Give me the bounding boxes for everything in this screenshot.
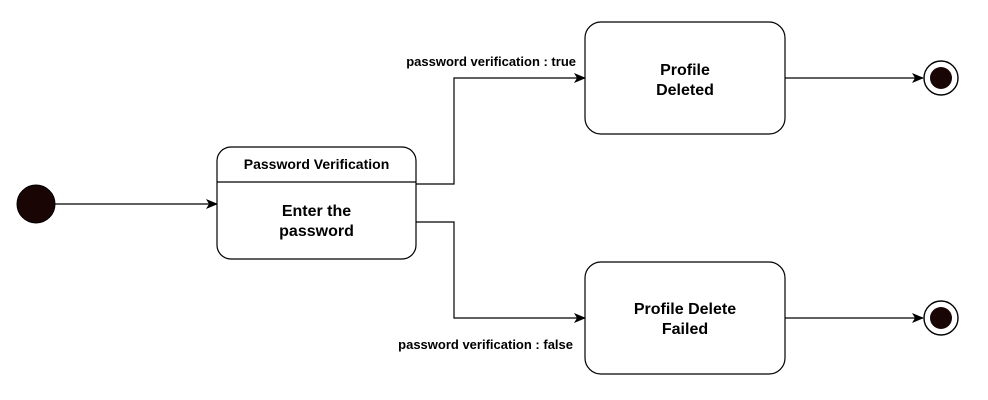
final-node-top-core	[930, 67, 952, 89]
state-password-verification[interactable]: Password Verification Enter the password	[216, 146, 417, 260]
final-node-top	[923, 60, 959, 96]
edge-false-label: password verification : false	[398, 337, 573, 352]
final-node-bottom	[923, 300, 959, 336]
state-profile-deleted[interactable]: Profile Deleted	[584, 21, 786, 135]
state-profile-delete-failed[interactable]: Profile Delete Failed	[584, 261, 786, 375]
edge-true-label: password verification : true	[406, 54, 576, 69]
state-header-title: Password Verification	[244, 156, 390, 172]
state-profile-deleted-line1: Profile	[660, 62, 710, 79]
state-body-line2: password	[279, 223, 354, 240]
edge-true-transition	[416, 73, 586, 185]
state-profile-deleted-line2: Deleted	[656, 82, 714, 99]
final-node-bottom-core	[930, 307, 952, 329]
state-body-line1: Enter the	[282, 203, 351, 220]
state-password-verification-box	[216, 146, 417, 260]
state-profile-delete-failed-line2: Failed	[662, 321, 708, 338]
state-profile-delete-failed-box	[584, 261, 786, 375]
edge-false-transition	[416, 221, 586, 323]
state-profile-delete-failed-line1: Profile Delete	[634, 301, 736, 318]
initial-node	[16, 184, 56, 224]
